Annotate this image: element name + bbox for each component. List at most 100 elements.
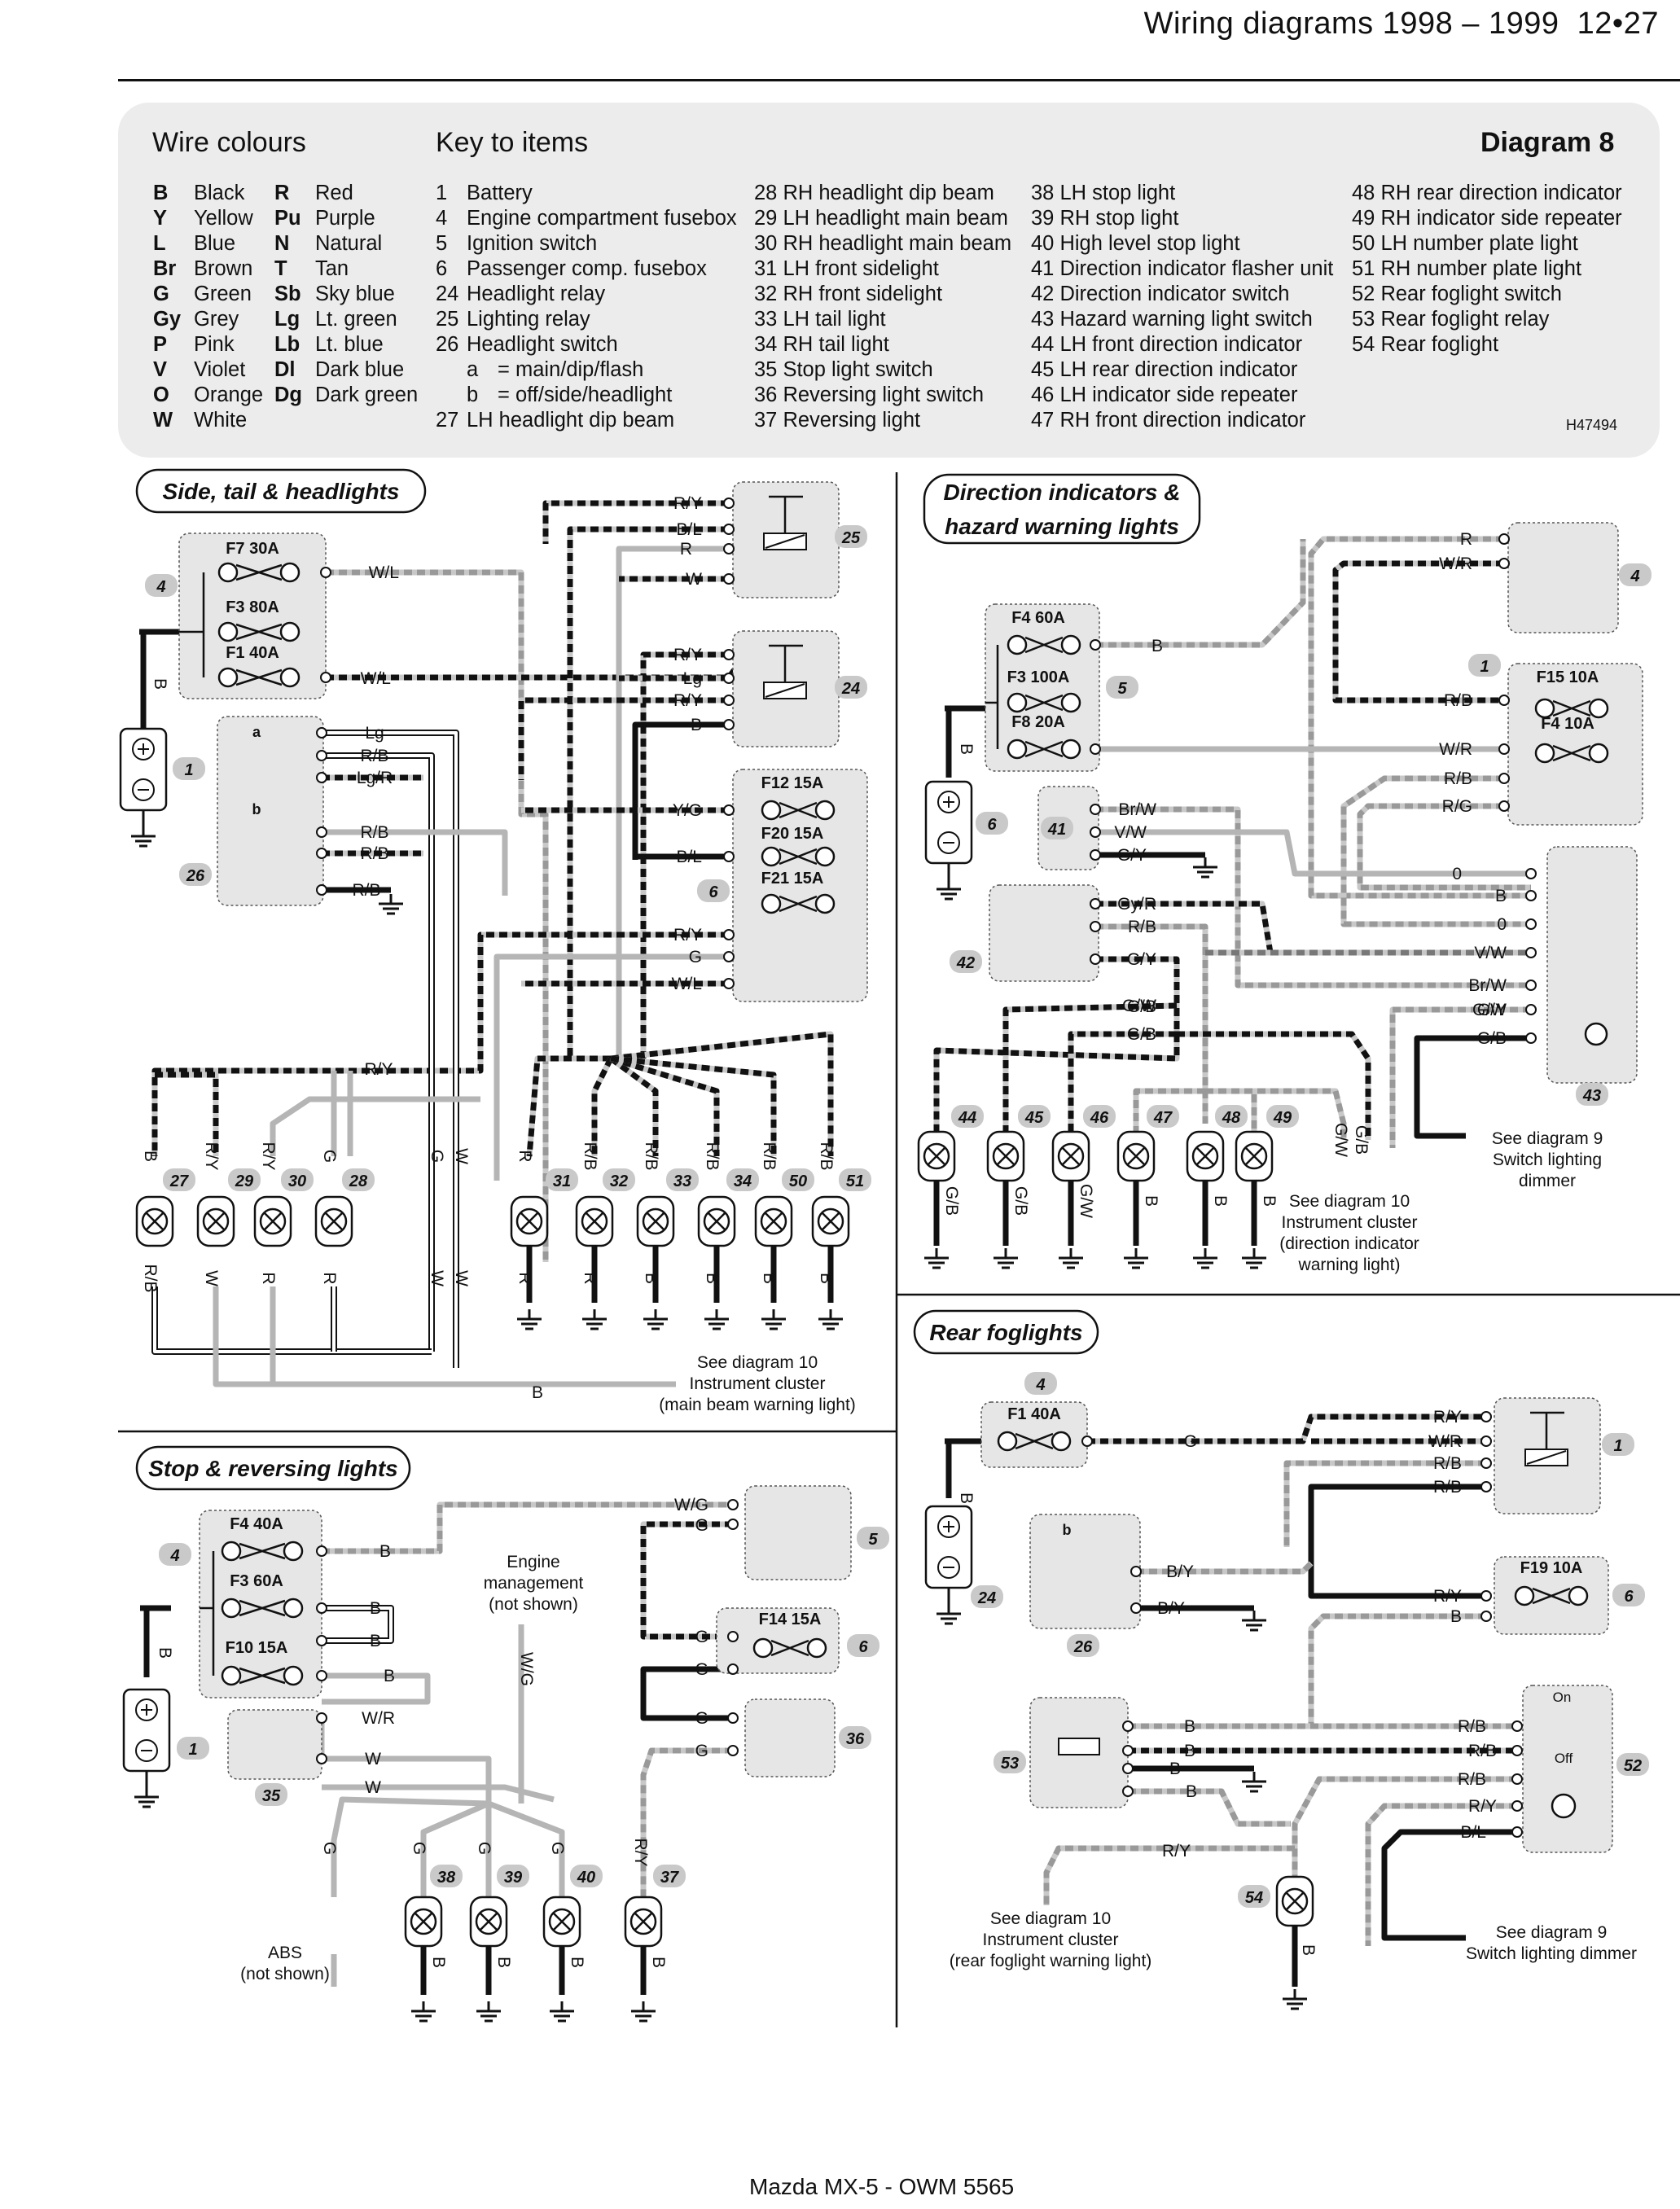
item-number: 1 <box>188 1741 197 1759</box>
wire-label: R/Y <box>673 494 702 513</box>
wire-label: B/L <box>676 520 702 539</box>
wire-label: G/Y <box>1127 950 1156 969</box>
item-number: 5 <box>868 1531 878 1549</box>
ground-icon <box>1193 857 1217 879</box>
fuse-end <box>217 621 239 642</box>
item-number-badge <box>177 1737 209 1760</box>
item-number-badge <box>994 1751 1026 1773</box>
terminal <box>316 848 327 859</box>
key-entry: 29 LH headlight main beam <box>754 207 1008 230</box>
key-entry: 30 RH headlight main beam <box>754 232 1012 255</box>
wire-label: R/Y <box>259 1142 278 1170</box>
wire-label: W <box>428 1270 446 1286</box>
wire <box>1365 1803 1517 1946</box>
wire-label: W/R <box>1439 554 1472 573</box>
wire-label: Lg <box>683 669 702 688</box>
switch-pos-label: a <box>252 724 261 740</box>
note-text: Instrument cluster <box>690 1374 826 1393</box>
terminal <box>1081 1435 1093 1447</box>
bulb-cross <box>207 1212 225 1230</box>
note-text: (main beam warning light) <box>659 1396 856 1414</box>
item-number: 29 <box>235 1172 254 1190</box>
wire-label: R/B <box>1128 918 1156 936</box>
wire-label: R <box>515 1272 534 1284</box>
item-number-badge <box>1619 563 1651 586</box>
bulb-cross <box>634 1913 652 1931</box>
fusebox-6 <box>1507 663 1643 826</box>
item-number: 51 <box>846 1172 864 1190</box>
wire-label: B <box>1260 1195 1279 1207</box>
wire-label: B <box>429 1957 448 1968</box>
key-entry: 51 RH number plate light <box>1352 257 1582 280</box>
wire-label: W/G <box>517 1652 536 1686</box>
item-number: 6 <box>1624 1588 1634 1606</box>
wire-label: R/G <box>1442 797 1472 816</box>
relay-coil-hatch <box>765 534 805 549</box>
key-entry: 44 LH front direction indicator <box>1031 333 1303 356</box>
wire-label: B <box>151 678 169 690</box>
wire-label: B <box>1186 1782 1197 1801</box>
stop-light-switch-35 <box>227 1709 322 1780</box>
wire-label: B <box>494 1957 513 1968</box>
page-header: Wiring diagrams 1998 – 1999 12•27 <box>1144 7 1659 42</box>
wire <box>616 546 729 1058</box>
terminal <box>1525 947 1537 958</box>
fuse-end <box>997 1431 1018 1452</box>
wire-label: V/W <box>1474 944 1507 962</box>
item-number-badge <box>1616 1753 1649 1776</box>
terminal <box>316 826 327 838</box>
wire-label: R <box>680 540 692 559</box>
header-rule <box>118 79 1680 81</box>
terminal <box>723 929 735 940</box>
terminal <box>316 1753 327 1764</box>
key-entry: 36 Reversing light switch <box>754 384 985 406</box>
key-entry: 45 LH rear direction indicator <box>1031 358 1298 381</box>
fuse-end <box>1534 698 1555 719</box>
wire <box>322 1606 393 1642</box>
wire-label: Gy/R <box>1117 895 1156 914</box>
wire-label: B <box>1151 637 1163 655</box>
fuse-link <box>779 801 818 819</box>
wire <box>1308 1484 1486 1599</box>
wire-label: R/Y <box>1162 1842 1191 1861</box>
fuse-end <box>761 846 782 867</box>
ignition-switch-5 <box>744 1485 852 1580</box>
key-entry: 33 LH tail light <box>754 308 886 331</box>
wire-label: R/Y <box>1468 1797 1497 1816</box>
wire-label: R/B <box>1433 1454 1462 1473</box>
relay-contact <box>769 644 803 682</box>
bulb-cross <box>325 1212 343 1230</box>
diagram-ref: H47494 <box>1566 417 1618 433</box>
fuse-link <box>1015 1432 1054 1450</box>
item-number-badge <box>857 1527 889 1549</box>
fuse-link <box>239 1667 286 1685</box>
item-number: 6 <box>858 1638 868 1656</box>
fuse-label: F1 40A <box>1007 1405 1061 1423</box>
key-entry: 38 LH stop light <box>1031 182 1176 204</box>
wire-label: R/B <box>1444 769 1472 788</box>
wire <box>1205 1088 1347 1140</box>
terminal <box>316 772 327 783</box>
terminal <box>1090 826 1101 838</box>
item-number-badge <box>1083 1105 1116 1128</box>
wire <box>493 953 729 1181</box>
item-number: 1 <box>184 761 193 779</box>
fuse-label: F4 10A <box>1541 715 1594 733</box>
wire-label: G <box>689 948 702 966</box>
wire <box>322 1784 555 1803</box>
wire-label: G/Y <box>1477 1001 1507 1019</box>
ground-icon <box>550 2001 574 2023</box>
fusebox-6 <box>716 1607 840 1674</box>
wire-label: B <box>1450 1607 1462 1626</box>
wire-label: G/B <box>1011 1186 1030 1216</box>
